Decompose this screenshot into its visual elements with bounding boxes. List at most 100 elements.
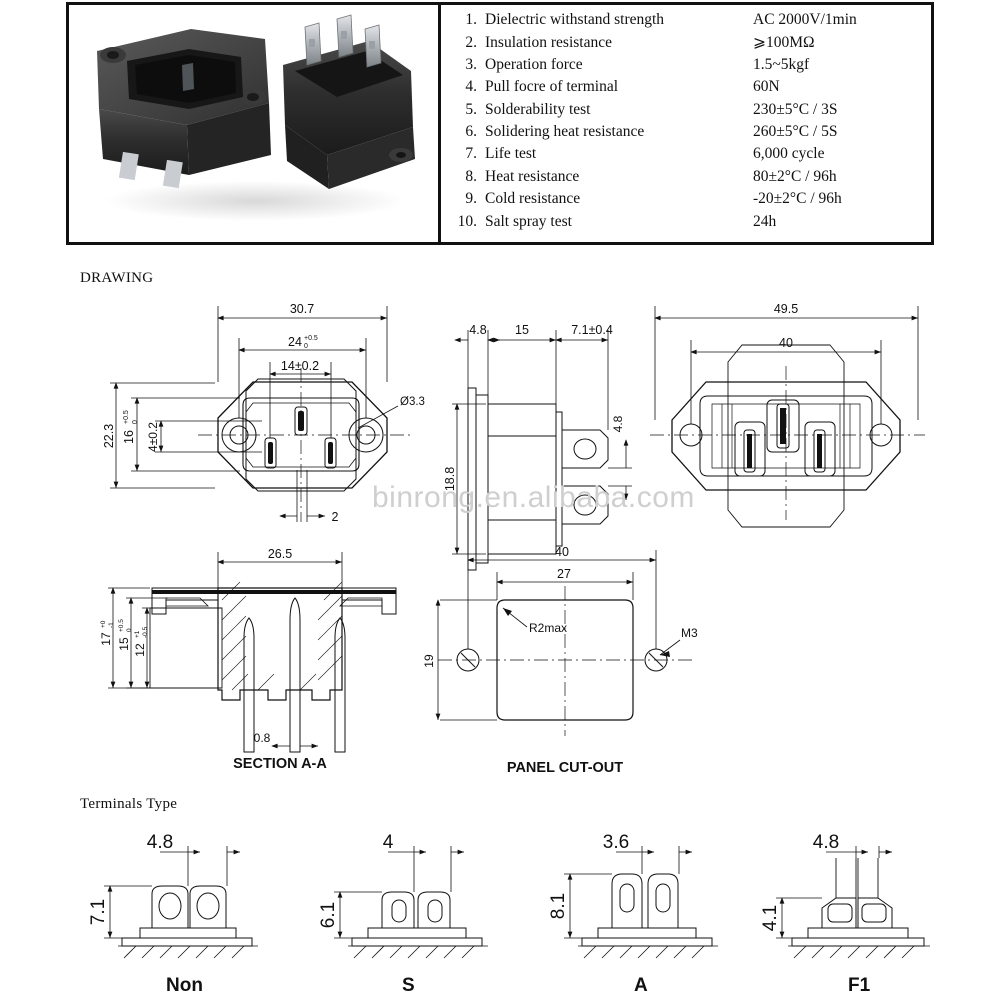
terminals-heading: Terminals Type xyxy=(80,796,178,812)
table-row: 8. Heat resistance 80±2°C / 96h xyxy=(451,168,923,190)
view-side: 4.8 15 7.1±0.4 xyxy=(443,323,632,571)
dim-front-inner-height-tol-dn: 0 xyxy=(132,420,139,424)
table-row: 3. Operation force 1.5~5kgf xyxy=(451,56,923,78)
dim-side-body-length: 15 xyxy=(515,323,529,337)
specification-table: 1. Dielectric withstand strength AC 2000… xyxy=(441,5,931,242)
terminal-label-f1: F1 xyxy=(848,975,871,996)
dim-terminal-f1-width: 4.8 xyxy=(813,832,839,853)
spec-number: 7. xyxy=(465,145,477,163)
product-photo-illustration xyxy=(69,5,438,242)
dim-section-h2-tol-dn: 0 xyxy=(126,628,133,632)
spec-name: Dielectric withstand strength xyxy=(485,11,665,28)
dim-section-h2-tol-up: +0.5 xyxy=(118,619,125,632)
dim-section-h1: 17 xyxy=(99,632,113,646)
connector-left xyxy=(97,29,271,189)
spec-value: 6,000 cycle xyxy=(753,145,825,163)
table-row: 4. Pull focre of terminal 60N xyxy=(451,78,923,100)
spec-name: Salt spray test xyxy=(485,212,572,230)
dim-rear-inner: 40 xyxy=(779,336,793,350)
product-photo xyxy=(69,5,441,242)
terminal-type-s: 4 6.1 xyxy=(318,832,488,959)
table-row: 10. Salt spray test 24h xyxy=(451,213,923,235)
spec-name: Cold resistance xyxy=(485,190,581,208)
table-row: 5. Solderability test 230±5°C / 3S xyxy=(451,101,923,123)
spec-value: -20±2°C / 96h xyxy=(753,190,842,208)
spec-value: 80±2°C / 96h xyxy=(753,167,837,185)
spec-number: 10. xyxy=(457,212,477,230)
dim-front-pin-width: 2 xyxy=(332,510,339,524)
terminal-label-non: Non xyxy=(166,975,203,996)
dim-cutout-hole-span: 40 xyxy=(555,545,569,559)
section-title: SECTION A-A xyxy=(233,756,327,772)
drawing-heading: DRAWING xyxy=(80,270,154,286)
spec-number: 9. xyxy=(465,190,477,208)
cutout-title: PANEL CUT-OUT xyxy=(507,760,623,776)
terminal-label-s: S xyxy=(402,975,415,996)
watermark: binrong.en.alibaba.com xyxy=(372,481,695,514)
dim-cutout-window-height: 19 xyxy=(422,654,436,668)
dim-terminal-non-height: 7.1 xyxy=(88,899,109,925)
dim-cutout-screw: M3 xyxy=(681,626,698,640)
dim-side-tab-pitch: 4.8 xyxy=(611,415,625,432)
spec-number: 3. xyxy=(465,55,477,73)
spec-name: Operation force xyxy=(485,55,583,73)
spec-number: 8. xyxy=(465,167,477,185)
dim-front-mount-span-tol-up: +0.5 xyxy=(304,335,318,342)
dim-terminal-f1-height: 4.1 xyxy=(760,905,781,931)
table-row: 1. Dielectric withstand strength AC 2000… xyxy=(451,11,923,33)
dim-cutout-radius: R2max xyxy=(529,621,567,635)
spec-name: Insulation resistance xyxy=(485,34,612,52)
dim-section-h3-tol-dn: -0.5 xyxy=(142,626,149,638)
dim-section-h1-tol-dn: -1 xyxy=(108,622,115,628)
dim-section-pin-thickness: 0.8 xyxy=(254,731,271,745)
dim-section-h3: 12 xyxy=(133,643,147,657)
dim-side-tab-length: 7.1±0.4 xyxy=(571,323,613,337)
dim-front-inner-height: 16 xyxy=(122,430,136,444)
dim-front-overall-height: 22.3 xyxy=(102,424,116,448)
dim-front-pin-span: 14±0.2 xyxy=(281,359,319,373)
dim-front-hole-dia: Ø3.3 xyxy=(400,396,425,408)
spec-value: 230±5°C / 3S xyxy=(753,100,838,118)
dim-front-mount-span-tol-dn: 0 xyxy=(304,343,308,350)
terminal-label-a: A xyxy=(634,975,648,996)
spec-number: 5. xyxy=(465,100,477,118)
dim-terminal-s-height: 6.1 xyxy=(318,902,339,928)
spec-number: 1. xyxy=(465,11,477,28)
table-row: 2. Insulation resistance ⩾100MΩ xyxy=(451,33,923,55)
dim-front-pin-offset: 4±0.2 xyxy=(146,422,160,452)
header-block: 1. Dielectric withstand strength AC 2000… xyxy=(66,2,934,245)
spec-name: Heat resistance xyxy=(485,167,580,185)
spec-value: 60N xyxy=(753,78,780,96)
dim-front-mount-span: 24 xyxy=(288,335,302,349)
table-row: 7. Life test 6,000 cycle xyxy=(451,145,923,167)
spec-number: 4. xyxy=(465,78,477,96)
dim-terminal-s-width: 4 xyxy=(383,832,394,853)
dim-terminal-a-width: 3.6 xyxy=(603,832,629,853)
spec-name: Solidering heat resistance xyxy=(485,122,645,140)
spec-number: 6. xyxy=(465,122,477,140)
dim-terminal-non-width: 4.8 xyxy=(147,832,173,853)
view-panel-cutout: 40 27 19 R2max M xyxy=(422,545,698,776)
dim-section-depth: 26.5 xyxy=(268,547,292,561)
terminal-type-non: 4.8 7.1 xyxy=(88,832,258,959)
spec-name: Pull focre of terminal xyxy=(485,78,618,96)
view-section-aa: 26.5 17 +0 -1 15 +0.5 0 xyxy=(99,547,397,772)
spec-number: 2. xyxy=(465,34,477,52)
connector-right xyxy=(283,14,415,189)
spec-value: 260±5°C / 5S xyxy=(753,122,838,140)
terminal-type-f1: 4.8 4.1 xyxy=(760,832,930,959)
dim-section-h1-tol-up: +0 xyxy=(100,620,107,628)
dim-section-h3-tol-up: +1 xyxy=(134,630,141,638)
spec-value: AC 2000V/1min xyxy=(753,11,857,28)
dim-section-h2: 15 xyxy=(117,637,131,651)
dim-terminal-a-height: 8.1 xyxy=(548,893,569,919)
spec-value: ⩾100MΩ xyxy=(753,34,815,52)
dim-front-overall-width: 30.7 xyxy=(290,302,314,316)
dim-side-flange: 4.8 xyxy=(469,323,486,337)
dim-front-inner-height-tol-up: +0.5 xyxy=(123,410,130,424)
spec-name: Solderability test xyxy=(485,100,591,118)
spec-name: Life test xyxy=(485,145,537,163)
spec-value: 24h xyxy=(753,212,777,230)
table-row: 9. Cold resistance -20±2°C / 96h xyxy=(451,190,923,212)
